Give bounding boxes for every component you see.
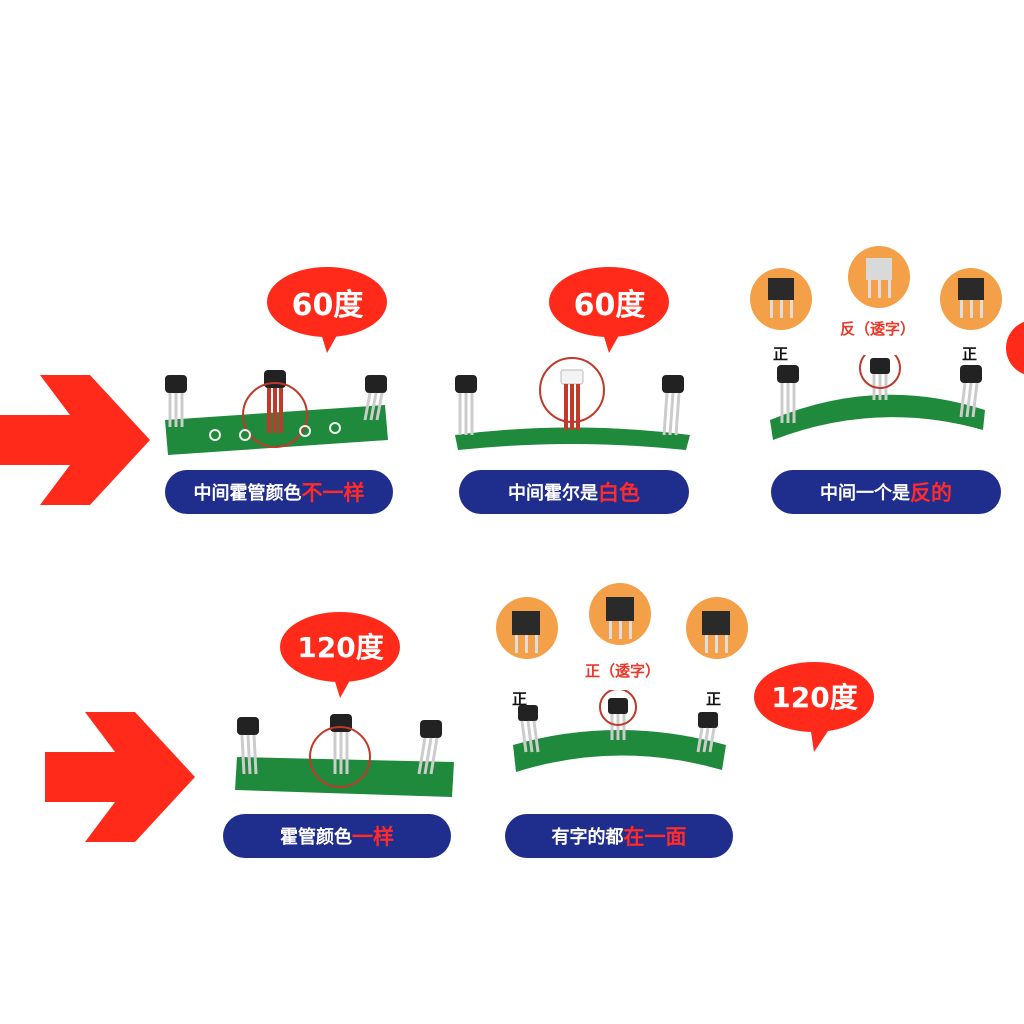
caption-pill: 中间霍管颜色不一样 <box>165 470 393 514</box>
caption-pill: 中间霍尔是白色 <box>459 470 689 514</box>
hall-sensor-icon <box>455 375 477 435</box>
caption-text: 霍管颜色 <box>280 827 352 848</box>
caption-pill: 中间一个是反的 <box>771 470 1001 514</box>
caption-highlight: 在一面 <box>623 825 687 849</box>
caption-highlight: 一样 <box>352 825 394 849</box>
orientation-mark: 正 <box>962 345 978 363</box>
angle-label: 120度 <box>771 681 858 714</box>
speech-bubble-icon <box>1006 321 1024 375</box>
angle-label: 60度 <box>573 288 646 323</box>
orientation-label: 正（逶字） <box>585 662 661 680</box>
angle-label: 120度 <box>297 631 384 664</box>
speech-bubble-icon <box>549 267 669 353</box>
pcb-board-icon <box>513 690 726 772</box>
caption-text: 中间霍尔是 <box>508 483 598 504</box>
arrow-right-icon <box>0 375 150 505</box>
chip-detail <box>768 258 984 318</box>
hall-sensor-icon <box>165 375 187 427</box>
caption-pill: 有字的都在一面 <box>505 814 733 858</box>
chip-detail <box>512 597 730 653</box>
caption-highlight: 不一样 <box>301 481 365 505</box>
caption-text: 有字的都 <box>551 827 624 848</box>
angle-label: 60度 <box>291 288 364 323</box>
orientation-label: 反（逶字） <box>840 320 916 338</box>
orientation-mark: 正 <box>773 345 789 363</box>
hall-sensor-icon <box>518 705 540 753</box>
caption-text: 中间一个是 <box>820 483 910 504</box>
arrow-right-icon <box>45 712 195 842</box>
pcb-board-icon <box>235 714 454 797</box>
speech-bubble-icon <box>754 662 874 752</box>
speech-bubble-icon <box>267 267 387 353</box>
orientation-mark: 正 <box>512 690 528 708</box>
caption-highlight: 反的 <box>910 481 952 505</box>
pcb-board-icon <box>770 355 985 440</box>
orientation-mark: 正 <box>706 690 722 708</box>
pcb-board-icon <box>165 370 388 455</box>
hall-sensor-icon <box>237 717 259 775</box>
caption-pill: 霍管颜色一样 <box>223 814 451 858</box>
pcb-board-icon <box>455 357 690 450</box>
caption-text: 中间霍管颜色 <box>193 483 302 504</box>
hall-sensor-icon <box>777 365 799 423</box>
caption-highlight: 白色 <box>598 481 640 505</box>
speech-bubble-icon <box>280 612 400 698</box>
